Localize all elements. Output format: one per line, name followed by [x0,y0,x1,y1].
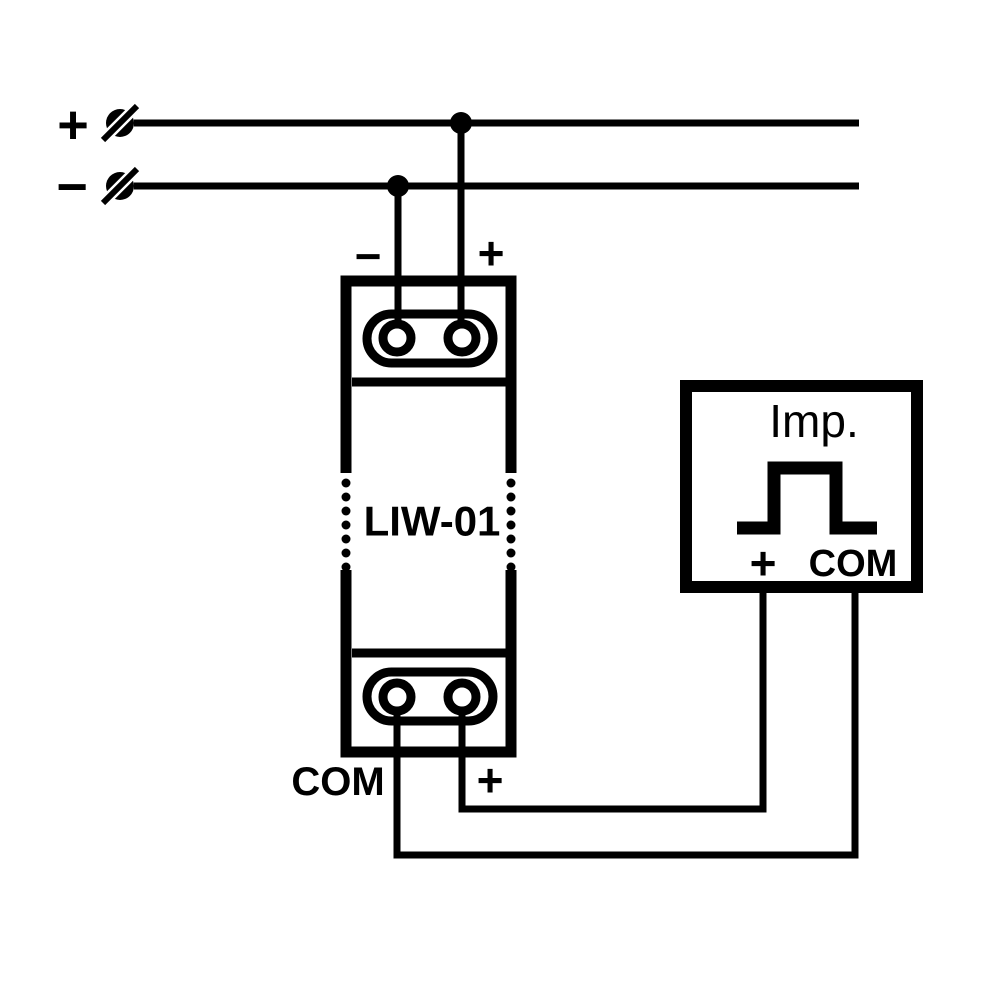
impulse-positive-label: + [750,537,777,589]
module-housing-bottom [340,570,517,758]
module-bottom-positive-label: + [477,754,504,806]
module-break-dots-right [506,478,516,572]
module-top-terminal-positive [443,319,481,357]
impulse-com-label: COM [809,543,898,585]
supply-rails: + − [56,95,859,326]
module-break-dots-left [341,478,351,572]
liw01-module: − + [291,227,517,806]
square-pulse-waveform-icon [737,461,877,535]
wire-com-output [393,590,859,859]
module-top-negative-label: − [355,230,382,282]
impulse-device: Imp. + COM [680,380,923,593]
impulse-device-box [680,380,923,593]
module-top-terminal-block [362,309,498,368]
module-bottom-terminal-block [362,667,498,726]
output-wiring [393,590,859,859]
screw-terminal-positive-icon [100,103,140,143]
module-housing-top [340,275,517,473]
supply-negative-sign: − [56,157,88,217]
module-name-label: LIW-01 [364,498,501,545]
module-bottom-terminal-positive [443,678,481,716]
module-bottom-com-label: COM [291,760,384,804]
module-top-terminal-negative [378,319,416,357]
supply-positive-sign: + [57,95,89,155]
module-top-positive-label: + [478,227,505,279]
module-bottom-terminal-com [378,678,416,716]
screw-terminal-negative-icon [100,166,140,206]
wire-positive-output [458,590,767,813]
impulse-device-name-label: Imp. [769,395,858,447]
